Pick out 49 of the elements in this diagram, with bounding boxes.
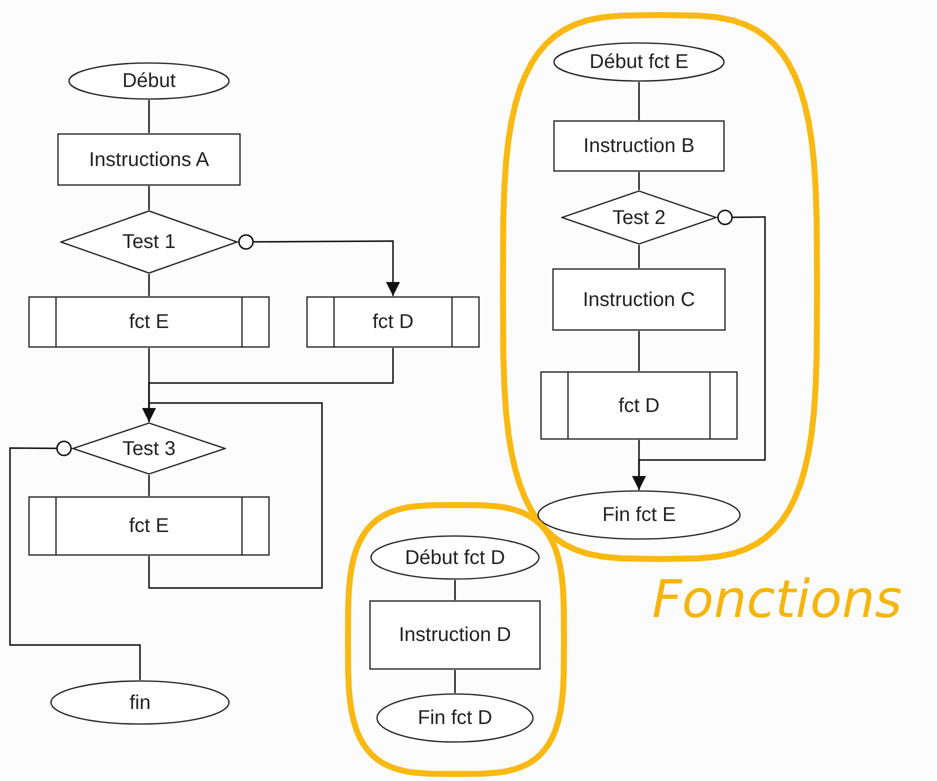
node-label: Instructions A [88,148,210,172]
arrow [142,402,323,589]
connector-line [638,331,640,371]
node-label: Début [122,69,176,94]
node-label: Test 3 [122,436,176,462]
node-label: Instruction C [582,288,696,312]
node-label: Fin fct D [418,706,492,731]
connector-line [148,186,150,210]
terminal-ellipse [370,535,540,580]
decision-diamond [561,190,717,245]
terminal-ellipse [537,490,741,540]
node-label: fct E [128,310,169,335]
node-label: fct D [372,310,414,335]
connector-line [638,245,640,268]
process-box [57,133,241,186]
subroutine-box [540,371,738,440]
connector-line [148,274,150,296]
terminal-ellipse [68,62,230,100]
process-box [553,120,725,172]
node-label: fin [129,690,151,716]
terminal-ellipse [553,42,725,82]
connector-line [148,100,150,133]
node-label: Début fct D [404,546,506,570]
connector-line [454,670,456,693]
terminal-ellipse [376,693,534,743]
node-label: Instruction B [583,134,695,159]
highlight-loop [345,502,567,777]
node-label: Test 1 [122,230,176,255]
process-box [552,268,726,331]
connector-line [638,82,640,120]
node-label: Instruction D [398,623,512,648]
subroutine-box [28,496,270,556]
connector-line [638,172,640,190]
node-label: Test 2 [612,206,666,230]
process-box [369,600,541,670]
connector-line [454,580,456,600]
terminal-ellipse [50,680,230,725]
subroutine-box [28,296,270,348]
handwritten-note: Fonctions [652,574,902,626]
node-label: fct E [128,514,169,539]
connector-line [148,475,150,496]
node-label: Début fct E [590,50,688,75]
arrow [632,210,766,490]
decision-diamond [60,210,238,274]
subroutine-box [306,296,480,348]
decision-diamond [72,422,226,475]
node-label: fct D [618,394,660,418]
arrow [238,234,400,296]
node-label: Fin fct E [602,503,676,528]
